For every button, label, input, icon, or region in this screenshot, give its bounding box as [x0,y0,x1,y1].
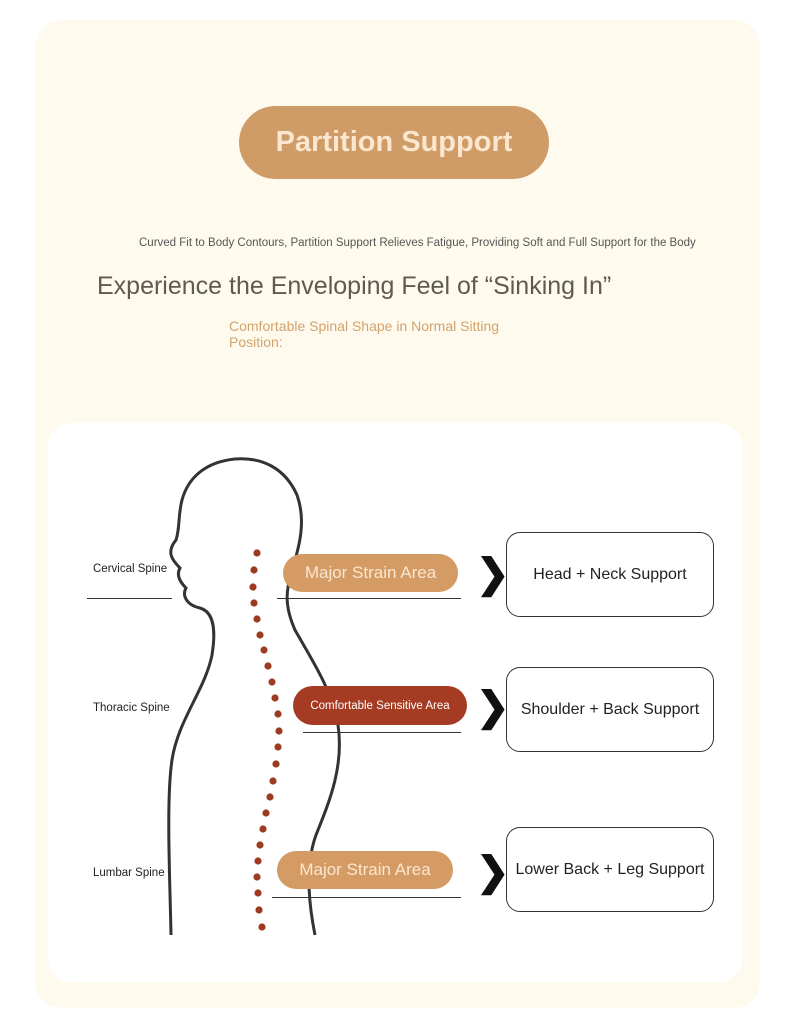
major-strain-area-tag: Major Strain Area [277,851,453,889]
lumbar-spine-label: Lumbar Spine [93,867,165,879]
spine-dot [254,857,262,865]
spine-dot [255,906,263,914]
divider [277,598,461,599]
cervical-spine-label: Cervical Spine [93,563,168,575]
thoracic-spine-label: Thoracic Spine [93,702,170,714]
spine-dot [262,809,270,817]
spine-dot [256,841,264,849]
spine-dot [264,662,272,670]
subheading: Comfortable Spinal Shape in Normal Sitti… [229,318,500,350]
comfortable-sensitive-area-tag: Comfortable Sensitive Area [293,686,467,725]
lower-back-leg-support-box: Lower Back + Leg Support [506,827,714,912]
spine-dot [253,873,261,881]
spine-dot [254,889,262,897]
spine-dot [271,694,279,702]
spine-dot [258,923,266,931]
spine-dot [249,583,257,591]
chevron-right-icon: ❯ [476,850,510,894]
spine-dot [250,566,258,574]
subtitle: Curved Fit to Body Contours, Partition S… [139,237,696,249]
chevron-right-icon: ❯ [476,552,510,596]
spine-dot [250,599,258,607]
title-badge: Partition Support [239,106,549,179]
spine-dot [266,793,274,801]
spine-dot [253,615,261,623]
spine-dot [274,743,282,751]
spine-dot [269,777,277,785]
major-strain-area-tag: Major Strain Area [283,554,458,592]
spine-dot [268,678,276,686]
spine-dot [256,631,264,639]
spine-dot [253,549,261,557]
heading: Experience the Enveloping Feel of “Sinki… [97,272,612,300]
divider [272,897,461,898]
spine-dot [274,710,282,718]
divider [303,732,461,733]
head-neck-support-box: Head + Neck Support [506,532,714,617]
spine-dots [249,549,283,931]
spine-dot [259,825,267,833]
spine-dot [260,646,268,654]
spine-dot [272,760,280,768]
spine-dot [275,727,283,735]
shoulder-back-support-box: Shoulder + Back Support [506,667,714,752]
chevron-right-icon: ❯ [476,685,510,729]
divider [87,598,172,599]
